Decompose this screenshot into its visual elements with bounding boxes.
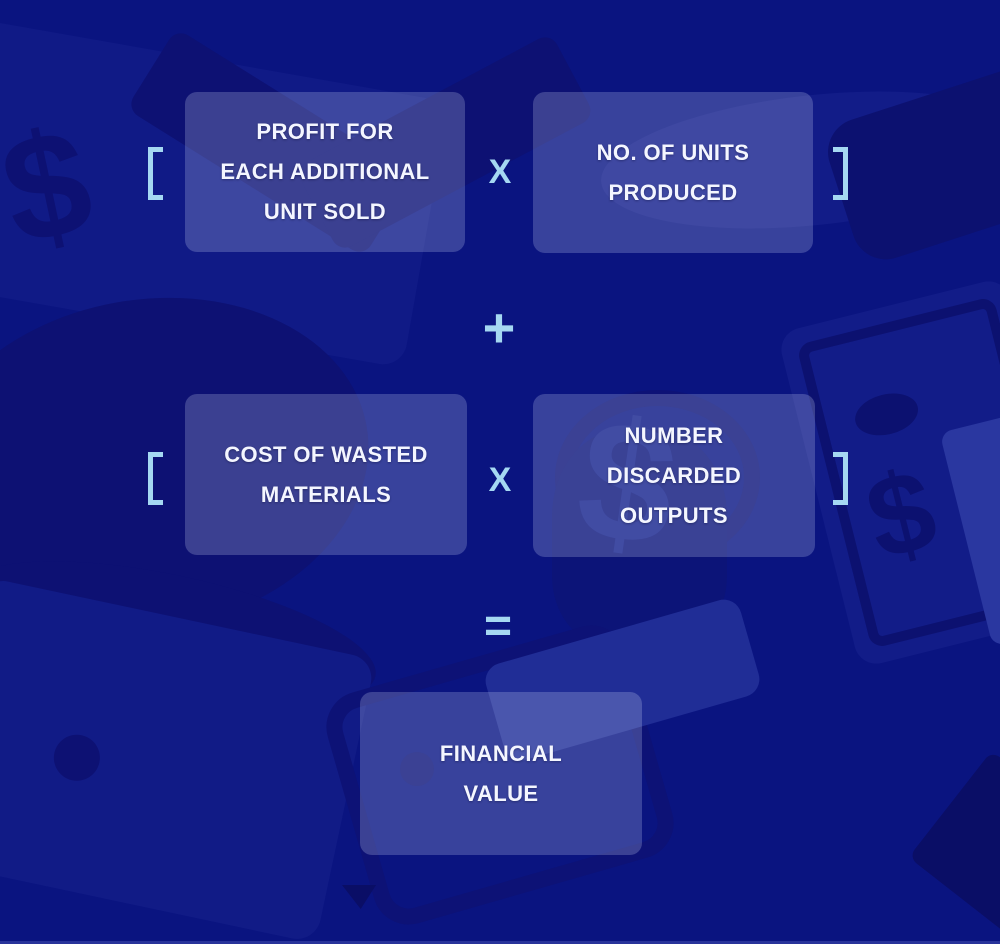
term-line: UNIT SOLD <box>263 199 387 224</box>
open-bracket <box>148 452 163 505</box>
term-box-units-produced: NO. OF UNITS PRODUCED <box>533 92 813 253</box>
money-bill-decoration <box>342 885 376 909</box>
term-line: NO. OF UNITS <box>596 139 750 165</box>
multiply-operator: X <box>488 152 512 191</box>
term-line: MATERIALS <box>260 481 392 507</box>
multiply-operator: X <box>488 460 512 499</box>
term-line: PROFIT FOR <box>256 119 394 144</box>
open-bracket <box>148 147 163 200</box>
term-line: FINANCIAL <box>439 740 563 766</box>
term-box-wasted-materials-cost: COST OF WASTED MATERIALS <box>185 394 467 555</box>
money-bill-decoration <box>908 750 1000 944</box>
close-bracket <box>833 147 848 200</box>
term-line: VALUE <box>463 780 539 806</box>
close-bracket <box>833 452 848 505</box>
term-line: DISCARDED <box>606 462 742 488</box>
term-box-discarded-outputs: NUMBER DISCARDED OUTPUTS <box>533 394 815 557</box>
term-box-profit-per-unit: PROFIT FOR EACH ADDITIONAL UNIT SOLD <box>185 92 465 252</box>
term-line: EACH ADDITIONAL <box>220 159 430 184</box>
money-bill-seal-decoration <box>49 730 105 786</box>
equals-operator: = <box>483 599 513 653</box>
term-box-financial-value: FINANCIAL VALUE <box>360 692 642 855</box>
term-line: COST OF WASTED <box>224 441 428 467</box>
plus-operator: + <box>482 295 516 359</box>
term-line: PRODUCED <box>608 179 738 205</box>
money-bill-seal-decoration <box>400 752 434 786</box>
term-line: NUMBER <box>624 422 724 448</box>
term-line: OUTPUTS <box>620 502 728 528</box>
bottom-edge-decoration <box>0 941 1000 944</box>
